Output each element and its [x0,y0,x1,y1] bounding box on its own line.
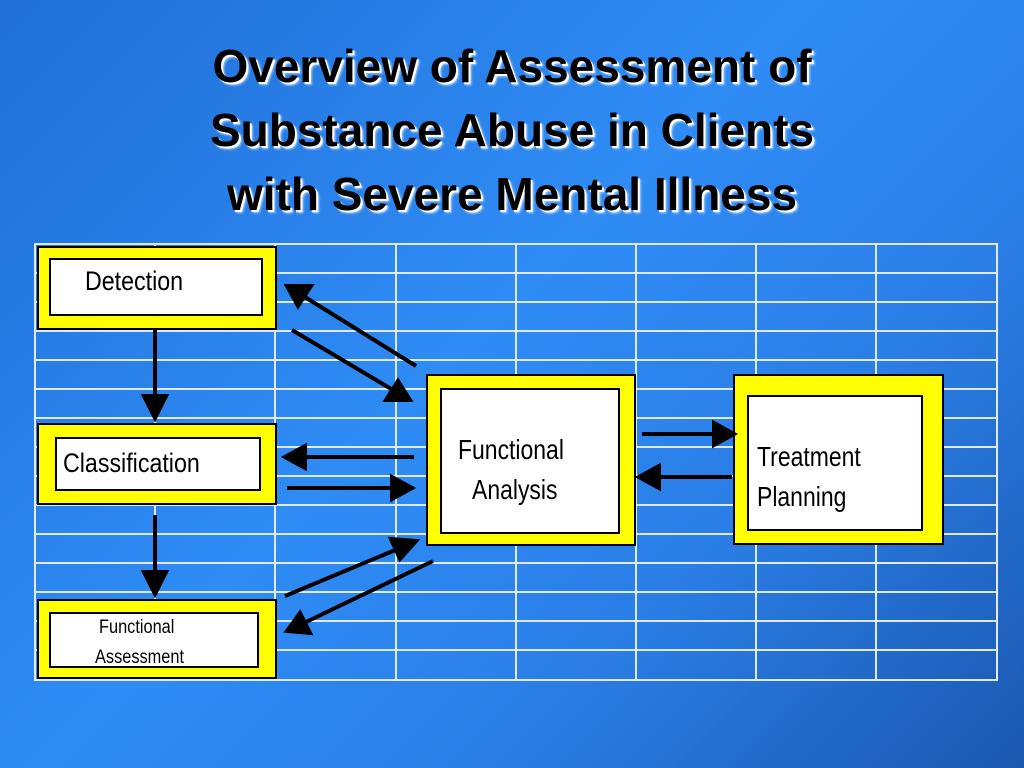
arrowhead-icon [283,284,315,310]
arrow-analysis-to-assessment [303,559,434,625]
functional-analysis-label-line-2: Analysis [472,474,558,505]
arrowhead-icon [382,377,414,402]
title-line-3: with Severe Mental Illness [226,168,798,220]
treatment-planning-inner: Treatment Planning [747,395,923,531]
title-line-1: Overview of Assessment of [212,40,812,92]
arrow-assessment-to-analysis [284,546,401,598]
slide-title: Overview of Assessment of Substance Abus… [40,34,984,226]
functional-analysis-inner: Functional Analysis [440,388,620,534]
functional-assessment-box: Functional Assessment [37,599,277,679]
arrow-detection-to-analysis [290,328,400,395]
arrowhead-icon [387,536,421,563]
arrowhead-icon [140,394,170,423]
classification-inner: Classification [55,437,261,491]
arrowhead-icon [390,473,417,503]
functional-assessment-inner: Functional Assessment [49,612,259,668]
treatment-planning-box: Treatment Planning [733,374,944,545]
arrowhead-icon [140,570,170,599]
functional-assessment-label-line-1: Functional [99,617,175,638]
functional-analysis-label-line-1: Functional [458,434,564,465]
functional-analysis-box: Functional Analysis [426,374,636,546]
detection-label: Detection [85,266,184,296]
title-line-2: Substance Abuse in Clients [209,104,815,156]
treatment-planning-label-line-2: Planning [757,481,847,512]
arrow-analysis-to-detection [298,292,418,368]
detection-inner: Detection [49,258,263,316]
arrowhead-icon [283,609,314,636]
detection-box: Detection [37,246,277,330]
functional-assessment-label-line-2: Assessment [95,647,184,668]
arrowhead-icon [634,462,661,492]
treatment-planning-label-line-1: Treatment [757,441,861,472]
classification-box: Classification [37,423,277,505]
arrowhead-icon [712,419,739,449]
classification-label: Classification [63,448,200,478]
arrowhead-icon [280,442,307,472]
